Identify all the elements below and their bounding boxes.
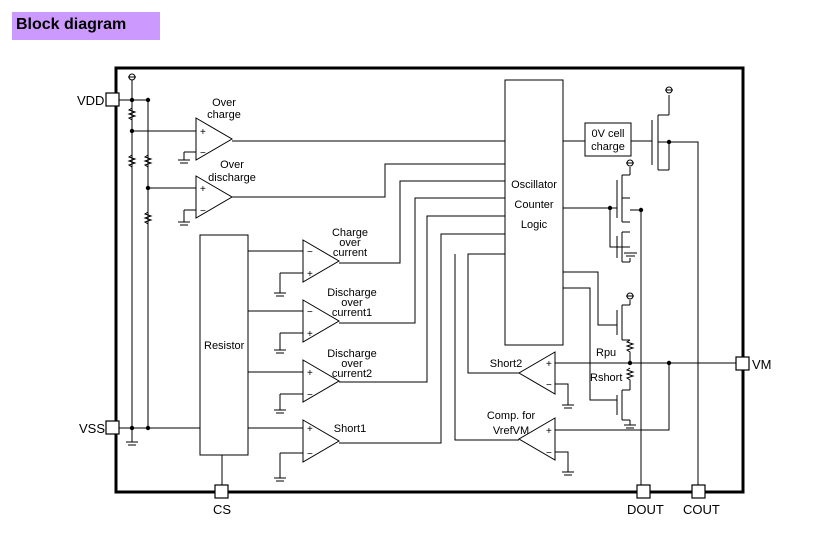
zero-volt-label-1: 0V cell (591, 128, 624, 140)
pin-vdd-label: VDD (77, 93, 104, 108)
comp-vrefvm-minus: − (546, 448, 552, 459)
supply-rails (119, 99, 200, 429)
charge-overcurrent-comparator (302, 239, 340, 283)
divider-resistor-1 (127, 107, 137, 121)
short2-comparator (518, 351, 556, 395)
pin-vss-box (105, 420, 120, 435)
oscillator-label: Oscillator (511, 179, 557, 191)
zero-volt-charge-block (584, 122, 632, 157)
rpu-resistor (625, 339, 635, 363)
divider-resistor-2 (127, 154, 137, 168)
cout-mosfet (651, 115, 659, 170)
divider-resistor-4 (143, 211, 153, 225)
comp-vrefvm-label-1: Comp. for (487, 410, 536, 422)
pin-vdd-box (105, 92, 120, 107)
resistor-block-label: Resistor (204, 340, 245, 352)
overdischarge-minus: − (200, 206, 206, 217)
overcharge-minus: − (200, 148, 206, 159)
logic-label: Logic (521, 219, 548, 231)
rshort-label: Rshort (590, 372, 622, 384)
pin-cout-box (691, 484, 706, 499)
short1-label: Short1 (334, 423, 366, 435)
overcharge-label-2: charge (207, 109, 241, 121)
short2-minus: − (546, 380, 552, 391)
comp-vrefvm-comparator (518, 417, 556, 461)
vss-ground (126, 428, 138, 446)
charge-oc-label-1: Charge (332, 227, 368, 239)
charge-oc-plus: + (307, 269, 313, 280)
rshort-resistor (625, 367, 635, 386)
resistor-block (199, 234, 249, 456)
discharge-oc2-plus: + (307, 368, 313, 379)
charge-oc-label-2: over (339, 237, 361, 249)
rpu-label: Rpu (596, 347, 616, 359)
page-title: Block diagram (16, 16, 127, 33)
pin-dout-label: DOUT (627, 502, 664, 517)
title-banner: Block diagram (12, 12, 160, 40)
discharge-oc1-label-2: over (341, 297, 363, 309)
oscillator-counter-logic-block (504, 79, 564, 346)
chip-outline (114, 66, 745, 494)
charge-oc-minus: − (307, 247, 313, 258)
divider-resistor-3 (143, 154, 153, 168)
discharge-oc2-label-2: over (341, 358, 363, 370)
short1-minus: − (307, 449, 313, 460)
overdischarge-label-2: discharge (208, 172, 256, 184)
pin-cout-label: COUT (683, 502, 720, 517)
overdischarge-comparator (195, 175, 233, 219)
discharge-oc1-minus: − (307, 307, 313, 318)
pin-vm-box (735, 356, 750, 371)
pin-dout-box (636, 484, 651, 499)
discharge-overcurrent2-comparator (302, 359, 340, 403)
discharge-oc1-plus: + (307, 329, 313, 340)
comp-vrefvm-label-2: VrefVM (493, 425, 529, 437)
short2-label: Short2 (490, 358, 522, 370)
overdischarge-label-1: Over (220, 159, 244, 171)
discharge-oc1-label-3: current1 (332, 307, 372, 319)
zero-volt-label-2: charge (591, 141, 625, 153)
short1-plus: + (307, 424, 313, 435)
overdischarge-plus: + (200, 184, 206, 195)
charge-oc-label-3: current (333, 247, 367, 259)
comp-vrefvm-plus: + (546, 426, 552, 437)
short1-comparator (302, 419, 340, 463)
pin-cs-label: CS (213, 502, 231, 517)
discharge-oc2-label-3: current2 (332, 368, 372, 380)
pin-cs-box (214, 484, 229, 499)
short2-plus: + (546, 359, 552, 370)
dout-upper-mosfet (616, 175, 623, 222)
junction-dots (129, 97, 672, 431)
overcharge-label-1: Over (212, 97, 236, 109)
rpu-mosfet (616, 305, 623, 340)
discharge-oc1-label-1: Discharge (327, 287, 377, 299)
counter-label: Counter (514, 199, 553, 211)
pin-vss-label: VSS (79, 421, 105, 436)
discharge-oc2-minus: − (307, 390, 313, 401)
rshort-mosfet (616, 390, 623, 420)
discharge-oc2-label-1: Discharge (327, 348, 377, 360)
overcharge-comparator (195, 117, 233, 161)
overcharge-plus: + (200, 127, 206, 138)
discharge-overcurrent1-comparator (302, 299, 340, 343)
pin-vm-label: VM (752, 357, 772, 372)
